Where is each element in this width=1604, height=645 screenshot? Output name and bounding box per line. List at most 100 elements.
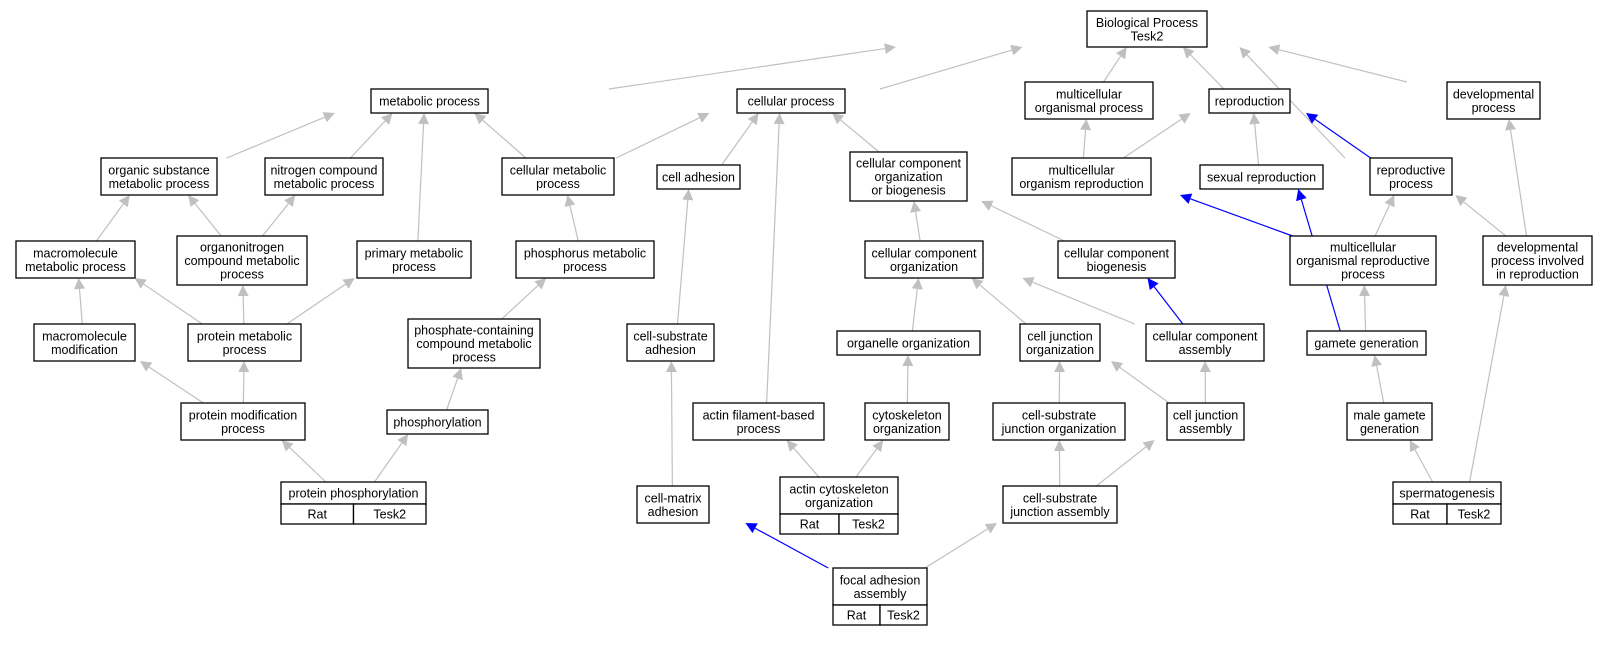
- node-label-line: process: [1472, 101, 1516, 115]
- node-label-line: phosphorylation: [393, 416, 481, 430]
- edge: [1190, 54, 1225, 90]
- node-label-line: cell-substrate: [633, 329, 707, 343]
- node-box: [100, 157, 218, 196]
- node-label-line: organelle organization: [847, 337, 970, 351]
- node-label-line: cell adhesion: [662, 171, 735, 185]
- edge: [1414, 449, 1434, 483]
- edge: [1374, 204, 1391, 237]
- node-label-line: reproduction: [1215, 95, 1285, 109]
- node-label-line: junction assembly: [1009, 505, 1110, 519]
- node-label-line: assembly: [1179, 422, 1233, 436]
- node-box: [370, 88, 489, 114]
- edge: [670, 371, 673, 487]
- annotation-cell: [879, 604, 928, 626]
- edge: [1032, 281, 1135, 325]
- edge-arrowhead: [1053, 440, 1065, 452]
- node-box: [176, 235, 308, 286]
- edge: [1096, 446, 1147, 487]
- node-label-line: cell junction: [1027, 329, 1092, 343]
- annotation-gene: Tesk2: [852, 518, 885, 532]
- node-label-line: primary metabolic: [365, 246, 464, 260]
- node-label-line: adhesion: [648, 505, 699, 519]
- node-label-line: gamete generation: [1314, 337, 1418, 351]
- go-term-node: cell adhesion: [656, 164, 741, 190]
- node-box: [992, 402, 1126, 441]
- edge-arrowhead: [884, 43, 896, 55]
- edge: [501, 285, 539, 320]
- node-label-line: cellular component: [1064, 246, 1169, 260]
- node-label-line: biogenesis: [1087, 260, 1147, 274]
- node-box: [736, 88, 846, 114]
- annotation-species: Rat: [800, 518, 820, 532]
- edge-arrowhead: [665, 361, 677, 373]
- edge-arrowhead: [1359, 285, 1371, 297]
- edge: [1119, 366, 1170, 404]
- edge-arrowhead: [1080, 119, 1092, 131]
- edge-arrowhead: [1384, 195, 1395, 208]
- annotation-gene: Tesk2: [1458, 508, 1491, 522]
- edge-arrowhead: [971, 278, 984, 290]
- node-label-line: cell junction: [1173, 408, 1238, 422]
- edge-arrowhead: [910, 201, 922, 213]
- edge-arrowhead: [139, 361, 153, 372]
- edge: [1363, 295, 1367, 332]
- node-label-line: compound metabolic: [416, 337, 531, 351]
- node-box: [864, 402, 950, 441]
- node-label-line: cellular component: [872, 246, 977, 260]
- node-label-line: organization: [873, 422, 941, 436]
- edge: [482, 119, 527, 159]
- annotation-cell: [352, 503, 427, 525]
- edge-arrowhead: [872, 440, 884, 453]
- node-box: [1002, 485, 1118, 524]
- edge: [840, 119, 880, 153]
- highlighted-edge: [1153, 286, 1184, 325]
- node-box: [1019, 323, 1101, 362]
- edge-arrowhead: [911, 278, 923, 290]
- node-label-line: organization: [1026, 343, 1094, 357]
- node-label-line: metabolic process: [109, 177, 210, 191]
- node-label-line: sexual reproduction: [1207, 171, 1316, 185]
- edge: [1082, 129, 1087, 159]
- node-label-line: cytoskeleton: [872, 408, 942, 422]
- node-box: [15, 240, 136, 279]
- go-term-node: cellular process: [736, 88, 846, 114]
- node-box: [1446, 81, 1541, 120]
- node-box: [1208, 88, 1291, 114]
- node-box: [1369, 157, 1453, 196]
- node-label-line: organic substance: [108, 163, 210, 177]
- edge-arrowhead: [74, 278, 85, 290]
- node-label-line: process: [452, 351, 496, 365]
- node-box: [356, 240, 472, 279]
- node-label-line: process: [392, 260, 436, 274]
- edge-arrowhead: [1409, 440, 1420, 453]
- node-label-line: actin cytoskeleton: [789, 482, 888, 496]
- edge-arrowhead: [381, 113, 393, 125]
- edge-layer: [74, 43, 1528, 569]
- node-box: [636, 485, 710, 524]
- node-label-line: process: [223, 343, 267, 357]
- node-label-line: phosphorus metabolic: [524, 246, 646, 260]
- edge-arrowhead: [1110, 361, 1124, 372]
- edge-arrowhead: [1239, 47, 1251, 59]
- node-box: [1289, 235, 1437, 286]
- edge-arrowhead: [1268, 44, 1281, 56]
- edge: [417, 123, 425, 242]
- edge-arrowhead: [786, 440, 799, 452]
- node-label-line: metabolic process: [379, 95, 480, 109]
- edge-arrowhead: [1182, 47, 1195, 59]
- node-label-line: cell-matrix: [645, 491, 703, 505]
- edge: [766, 123, 780, 404]
